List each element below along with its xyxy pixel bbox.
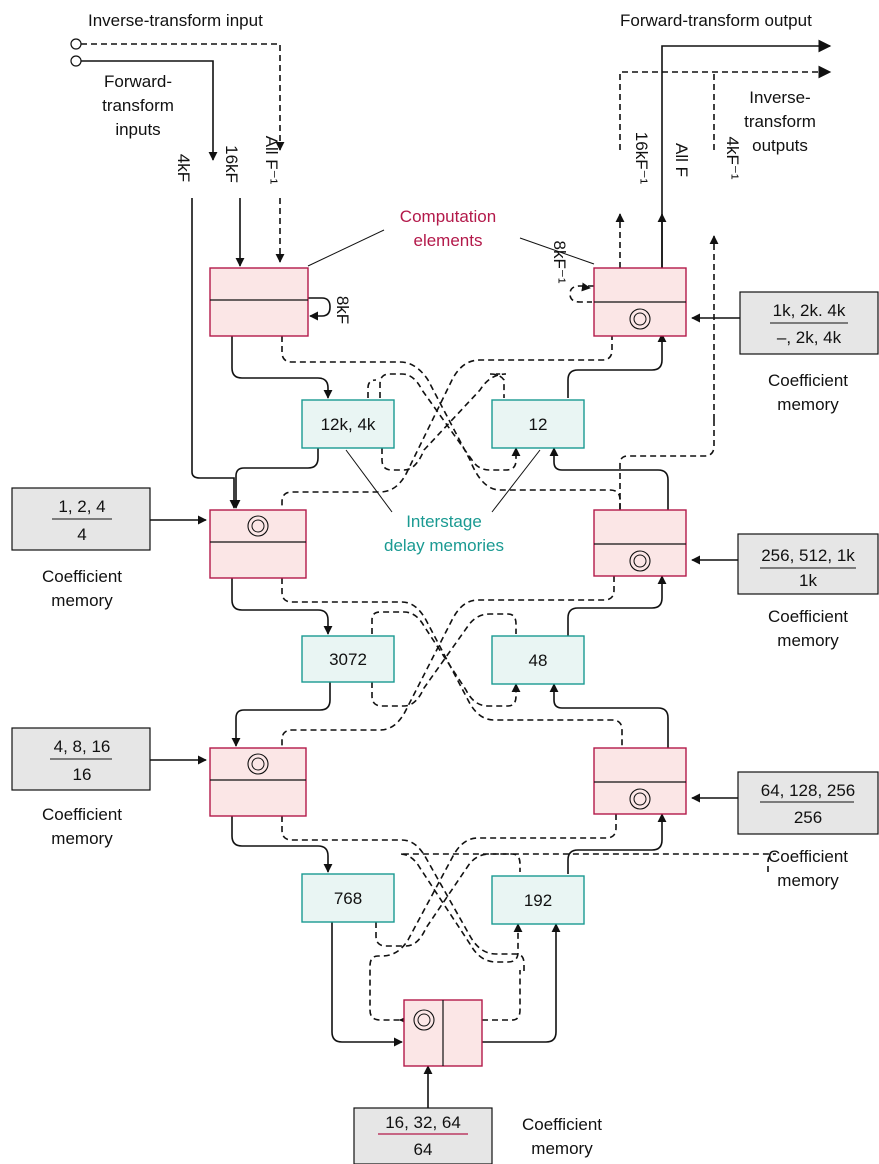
delay-value-1: 12k, 4k bbox=[321, 415, 376, 434]
computation-elements bbox=[209, 267, 687, 1067]
signal-16kF-inverse-out: 16kF⁻¹ bbox=[632, 132, 651, 185]
rotation-icon-inner bbox=[251, 757, 265, 771]
rotation-icon bbox=[629, 550, 651, 572]
coef-right-2-top: 256, 512, 1k bbox=[761, 546, 855, 565]
rotation-icon bbox=[629, 788, 651, 810]
coef-right-2-bottom: 1k bbox=[799, 571, 817, 590]
signal-all-F-out: All F bbox=[672, 143, 691, 177]
rotation-icon-inner bbox=[633, 792, 647, 806]
rotation-icon-inner bbox=[417, 1013, 431, 1027]
signal-8kF-inverse-loop: 8kF⁻¹ bbox=[550, 241, 569, 284]
dashed-signal-paths bbox=[275, 198, 777, 1025]
coef-right-3-bottom: 256 bbox=[794, 808, 822, 827]
io-wiring bbox=[70, 38, 832, 268]
delay-memory-4 bbox=[491, 635, 585, 685]
computation-element-right-2 bbox=[593, 509, 687, 577]
computation-element-top-left bbox=[209, 267, 309, 337]
forward-transform-output-label: Forward-transform output bbox=[620, 11, 812, 30]
forward-inputs-label-2: transform bbox=[102, 96, 174, 115]
rotation-icon-inner bbox=[633, 554, 647, 568]
signal-4kF-inverse-out: 4kF⁻¹ bbox=[723, 137, 742, 180]
coef-bottom-top: 16, 32, 64 bbox=[385, 1113, 461, 1132]
coef-caption-top-right-2: memory bbox=[777, 395, 839, 414]
coef-right-3-top: 64, 128, 256 bbox=[761, 781, 856, 800]
delay-memory-2 bbox=[491, 399, 585, 449]
coef-caption-left-2-1: Coefficient bbox=[42, 805, 122, 824]
signal-all-F-inverse-in: All F⁻¹ bbox=[262, 136, 281, 185]
coefficient-box-right-2 bbox=[737, 533, 879, 595]
rotation-icon bbox=[247, 515, 269, 537]
coef-top-right-top: 1k, 2k. 4k bbox=[773, 301, 846, 320]
coef-left-1-top: 1, 2, 4 bbox=[58, 497, 105, 516]
computation-element-left-1 bbox=[209, 509, 307, 579]
delay-value-6: 192 bbox=[524, 891, 552, 910]
inverse-input-terminal bbox=[70, 38, 82, 50]
delay-memory-5 bbox=[301, 873, 395, 923]
rotation-icon-inner bbox=[633, 312, 647, 326]
coef-caption-bottom-1: Coefficient bbox=[522, 1115, 602, 1134]
coef-caption-right-2-2: memory bbox=[777, 631, 839, 650]
inverse-transform-input-label: Inverse-transform input bbox=[88, 11, 263, 30]
inverse-outputs-label-1: Inverse- bbox=[749, 88, 810, 107]
computation-element-right-3 bbox=[593, 747, 687, 815]
interstage-delay-label-2: delay memories bbox=[384, 536, 504, 555]
computation-element-left-2 bbox=[209, 747, 307, 817]
coef-caption-bottom-2: memory bbox=[531, 1139, 593, 1158]
inverse-outputs-label-2: transform bbox=[744, 112, 816, 131]
forward-input-terminal bbox=[70, 55, 82, 67]
coef-top-right-bottom: –, 2k, 4k bbox=[777, 328, 842, 347]
delay-memories bbox=[301, 399, 585, 925]
forward-inputs-label-3: inputs bbox=[115, 120, 160, 139]
coef-caption-left-2-2: memory bbox=[51, 829, 113, 848]
solid-signal-paths bbox=[150, 198, 740, 1108]
forward-inputs-label-1: Forward- bbox=[104, 72, 172, 91]
coef-caption-right-3-2: memory bbox=[777, 871, 839, 890]
coef-left-2-top: 4, 8, 16 bbox=[54, 737, 111, 756]
coef-bottom-bottom: 64 bbox=[414, 1140, 433, 1159]
rotation-icon bbox=[247, 753, 269, 775]
interstage-delay-label-1: Interstage bbox=[406, 512, 482, 531]
coef-left-1-bottom: 4 bbox=[77, 525, 86, 544]
delay-value-2: 12 bbox=[529, 415, 548, 434]
signal-4kF: 4kF bbox=[174, 154, 193, 182]
delay-memory-6 bbox=[491, 875, 585, 925]
rotation-icon bbox=[629, 308, 651, 330]
inverse-outputs-label-3: outputs bbox=[752, 136, 808, 155]
coefficient-memories bbox=[11, 291, 879, 1164]
coef-caption-left-1-2: memory bbox=[51, 591, 113, 610]
signal-8kF-loop: 8kF bbox=[333, 296, 352, 324]
rotation-icon bbox=[413, 1009, 435, 1031]
coef-caption-right-2-1: Coefficient bbox=[768, 607, 848, 626]
coef-caption-top-right-1: Coefficient bbox=[768, 371, 848, 390]
signal-16kF: 16kF bbox=[222, 145, 241, 183]
computation-elements-label-2: elements bbox=[414, 231, 483, 250]
computation-element-top-right bbox=[593, 267, 687, 337]
delay-memory-1 bbox=[301, 399, 395, 449]
coef-left-2-bottom: 16 bbox=[73, 765, 92, 784]
delay-value-4: 48 bbox=[529, 651, 548, 670]
coef-caption-right-3-1: Coefficient bbox=[768, 847, 848, 866]
delay-value-3: 3072 bbox=[329, 650, 367, 669]
delay-memory-3 bbox=[301, 635, 395, 683]
coef-caption-left-1-1: Coefficient bbox=[42, 567, 122, 586]
coefficient-box-bottom bbox=[353, 1107, 493, 1164]
rotation-icon-inner bbox=[251, 519, 265, 533]
computation-element-bottom bbox=[403, 999, 483, 1067]
delay-value-5: 768 bbox=[334, 889, 362, 908]
callout-lines bbox=[307, 229, 595, 513]
coefficient-box-right-3 bbox=[737, 771, 879, 835]
computation-elements-label-1: Computation bbox=[400, 207, 496, 226]
